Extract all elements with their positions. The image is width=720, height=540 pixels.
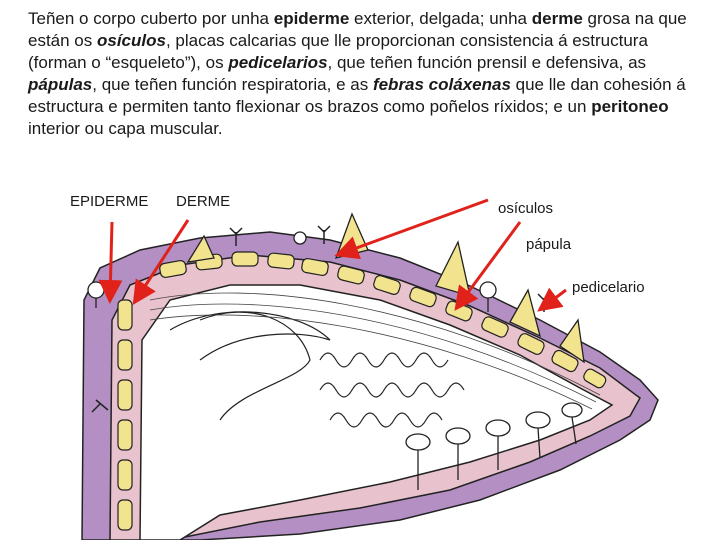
arrow-osiculos <box>340 200 488 254</box>
label-derme: DERME <box>176 193 230 210</box>
label-papula: pápula <box>526 236 571 253</box>
arrow-epiderme <box>110 222 112 298</box>
label-pedicelario: pedicelario <box>572 279 645 296</box>
label-osiculos: osículos <box>498 200 553 217</box>
label-epiderme: EPIDERME <box>70 193 148 210</box>
